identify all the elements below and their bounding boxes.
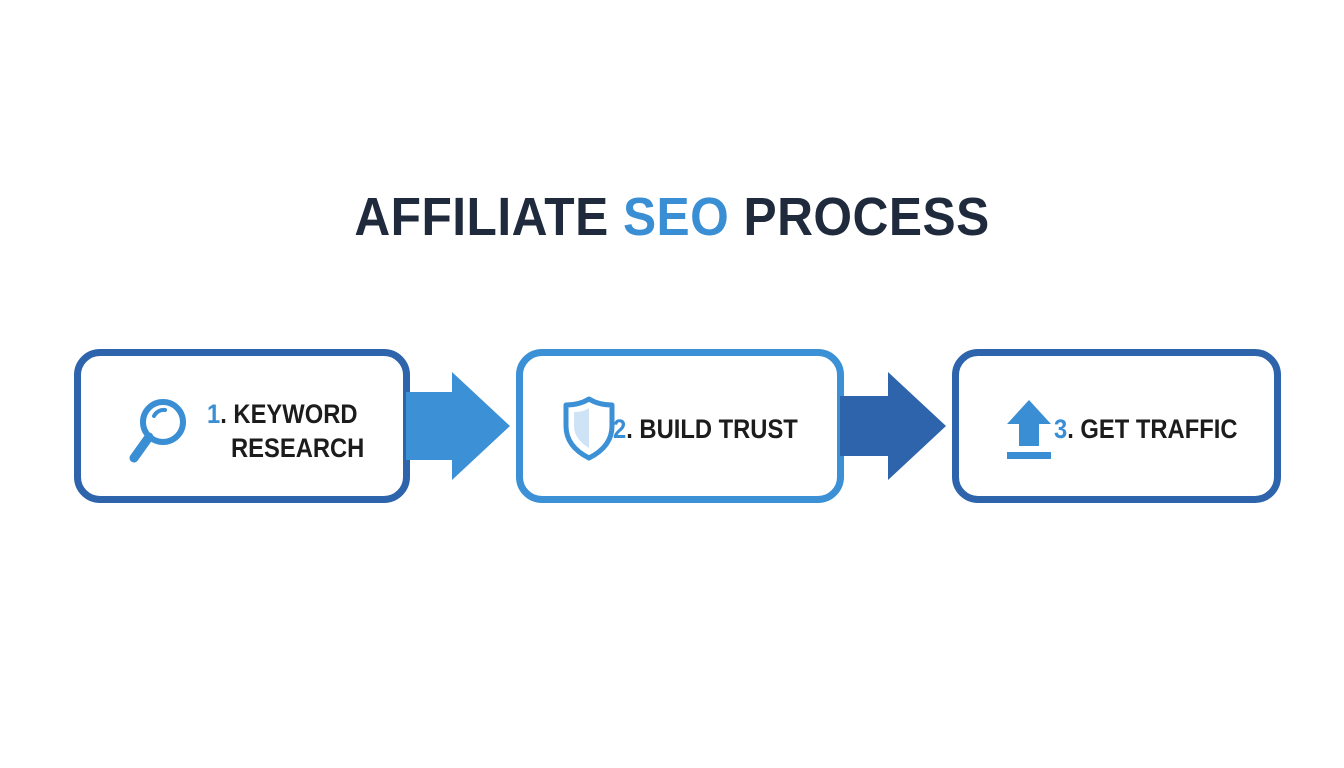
diagram-title: AFFILIATE SEO PROCESS <box>54 186 1290 248</box>
step-2-label: 2. BUILD TRUST <box>613 412 798 446</box>
step-3-label-text: . GET TRAFFIC <box>1067 414 1238 444</box>
title-part-2: PROCESS <box>729 187 990 247</box>
shield-icon <box>563 396 615 461</box>
step-1-label: 1. KEYWORD <box>207 397 358 431</box>
step-3-label: 3. GET TRAFFIC <box>1054 412 1237 446</box>
arrow-1-to-2 <box>406 372 510 480</box>
step-3-number: 3 <box>1054 414 1068 444</box>
step-1-box: 1. KEYWORD RESEARCH <box>74 349 410 503</box>
step-1-label-line-2: RESEARCH <box>231 433 365 463</box>
step-2-box: 2. BUILD TRUST <box>516 349 844 503</box>
magnifying-glass-icon <box>129 399 186 463</box>
step-3-box: 3. GET TRAFFIC <box>952 349 1281 503</box>
title-highlight: SEO <box>622 187 730 247</box>
upload-arrow-icon <box>1007 400 1051 459</box>
title-part-1: AFFILIATE <box>354 187 623 247</box>
step-1-label-line-1: . KEYWORD <box>220 399 358 429</box>
arrow-2-to-3 <box>840 372 946 480</box>
step-1-number: 1 <box>207 399 221 429</box>
step-2-number: 2 <box>613 414 627 444</box>
step-2-label-text: . BUILD TRUST <box>626 414 798 444</box>
